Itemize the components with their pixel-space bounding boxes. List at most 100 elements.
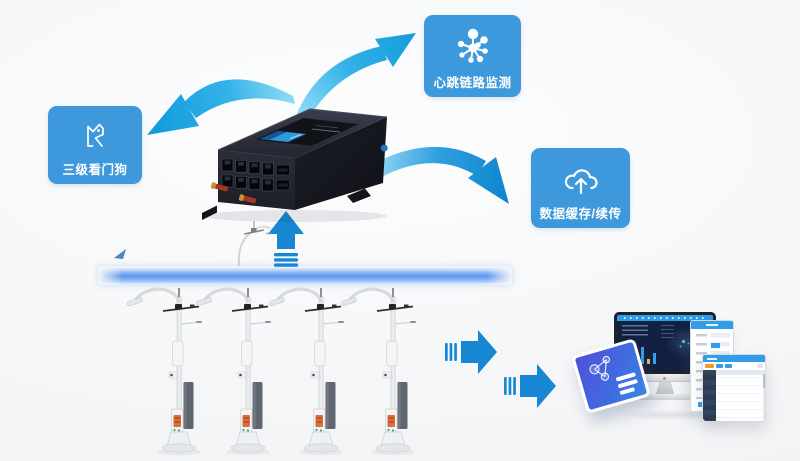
- charging-unit: [315, 415, 323, 432]
- ethernet-ports: [221, 158, 274, 192]
- sensor-small: [190, 304, 195, 308]
- dashboard-menubar: [617, 315, 713, 321]
- feature-datacache: 数据缓存/续传: [531, 148, 630, 228]
- base-plate: [303, 443, 339, 453]
- street-lamp: [126, 287, 202, 456]
- sensor-box: [175, 304, 182, 310]
- antenna-connector: [238, 194, 257, 204]
- feature-label: 数据缓存/续传: [539, 206, 622, 221]
- side-connector-knob: [380, 144, 388, 152]
- sensor-small: [404, 304, 409, 308]
- small-blue-mark: [114, 249, 126, 259]
- toolbar-blue-button: [725, 364, 732, 368]
- table-window: [702, 354, 766, 422]
- display-panel-edge: [253, 383, 256, 428]
- management-platform: [571, 296, 778, 436]
- device-blue-label-dark: [260, 131, 287, 140]
- feature-label: 三级看门狗: [62, 162, 128, 177]
- toolbar-gray-button: [757, 364, 763, 368]
- mobile-app-card: [571, 338, 651, 414]
- sensor-box: [317, 304, 324, 310]
- device-shadow: [203, 210, 387, 222]
- display-panel-edge: [326, 383, 329, 428]
- arrow-to-datacache: [360, 146, 509, 204]
- side-fixture: [196, 321, 202, 323]
- sensor-small: [332, 304, 337, 308]
- feature-heartbeat: 心跳链路监测: [424, 15, 521, 97]
- device-blue-label: [260, 131, 306, 142]
- mounting-ear: [202, 205, 217, 220]
- camera: [382, 371, 392, 379]
- transfer-arrow-icon: [445, 330, 497, 374]
- charging-unit: [242, 415, 250, 432]
- feature-watchdog: 三级看门狗: [48, 106, 142, 184]
- device-edge: [217, 149, 296, 159]
- gateway-device: [202, 108, 388, 222]
- camera: [310, 371, 320, 379]
- side-bracket: [249, 321, 266, 325]
- sensor-box: [389, 304, 396, 310]
- monitor-foot: [638, 394, 692, 400]
- panel-text-line: [315, 125, 339, 129]
- device-edge-highlight: [217, 108, 388, 151]
- arrow-to-watchdog: [147, 79, 295, 135]
- base-plate: [230, 443, 266, 453]
- cloud-upload-icon: [560, 148, 602, 208]
- lamp-head: [268, 297, 285, 307]
- ghost-lamp: [237, 221, 272, 267]
- table-scrollbar: [763, 370, 765, 421]
- camera: [168, 371, 178, 379]
- controller-box: [241, 340, 253, 367]
- lamp-head: [340, 297, 357, 307]
- mounting-ear: [347, 188, 371, 203]
- lamp-head: [126, 297, 143, 307]
- table-body: [703, 370, 765, 421]
- table-window-titlebar: [703, 355, 765, 362]
- monitor-stand: [656, 382, 674, 394]
- form-blue-chip: [711, 343, 720, 348]
- side-bracket: [394, 321, 411, 325]
- side-fixture: [410, 321, 416, 323]
- charging-unit: [173, 415, 181, 432]
- antenna-connector: [210, 182, 229, 192]
- display-panel-edge: [184, 383, 187, 428]
- street-lamp: [268, 287, 344, 456]
- base-plate: [375, 443, 411, 453]
- side-fixture: [265, 321, 271, 323]
- arrow-to-heartbeat: [296, 33, 416, 120]
- street-lamp: [340, 287, 416, 456]
- toolbar-blue-button: [716, 364, 723, 368]
- controller-box: [386, 340, 398, 367]
- table-rows: [716, 370, 763, 421]
- dashboard-stat-lines: [622, 325, 648, 337]
- base-plate: [161, 443, 197, 453]
- lamp-head: [195, 297, 212, 307]
- street-lamp: [195, 287, 271, 456]
- controller-box: [172, 340, 184, 367]
- camera: [237, 371, 247, 379]
- controller-box: [314, 340, 326, 367]
- network-nodes-icon: [453, 15, 493, 77]
- device-side-face: [295, 117, 387, 210]
- network-bus-bar: [98, 266, 512, 285]
- toolbar-orange-button: [705, 364, 714, 368]
- side-bracket: [322, 321, 339, 325]
- sensor-box: [244, 304, 251, 310]
- sfp-port-slots: [278, 168, 288, 187]
- card-graphic: [589, 355, 638, 395]
- panel-text-line: [311, 128, 341, 133]
- feature-label: 心跳链路监测: [433, 75, 512, 90]
- side-fixture: [338, 321, 344, 323]
- watchdog-icon: [79, 106, 111, 164]
- side-bracket: [180, 321, 197, 325]
- label-line: [289, 134, 302, 139]
- charging-unit: [387, 415, 395, 432]
- ethernet-port-inserts: [224, 160, 271, 185]
- sensor-small: [259, 304, 264, 308]
- display-panel-edge: [398, 383, 401, 428]
- form-window-titlebar: [691, 321, 733, 329]
- upload-arrow-icon: [268, 211, 304, 267]
